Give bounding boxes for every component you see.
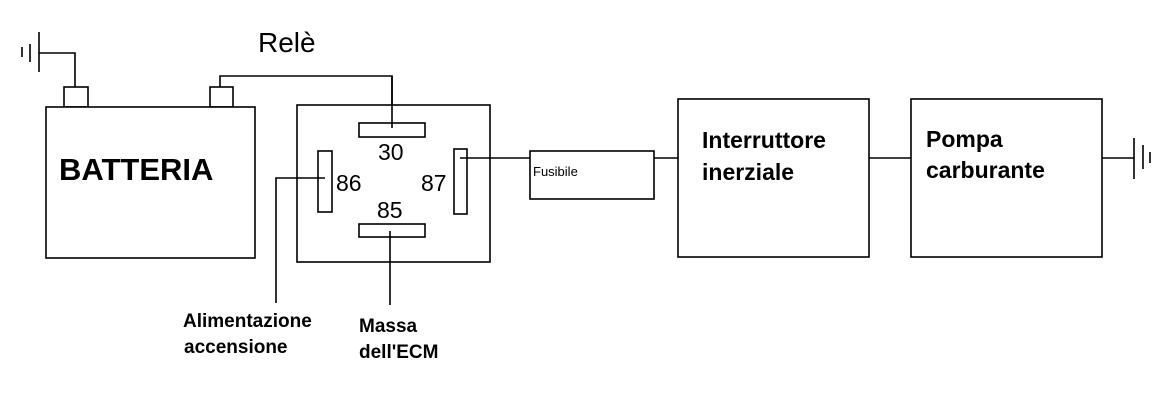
relay: 30 86 87 85: [296, 76, 491, 263]
wire-pin86-ignition: [275, 177, 325, 303]
ecm-ground-line1: Massa: [359, 316, 418, 337]
inertia-switch-line1: Interruttore: [702, 127, 826, 153]
pin-85-label: 85: [377, 197, 403, 223]
fuel-pump-box: [910, 98, 1103, 258]
relay-pin-85: [358, 223, 426, 238]
battery-positive-terminal: [209, 86, 234, 108]
inertia-switch-box: [677, 98, 870, 258]
battery-negative-terminal: [63, 86, 89, 108]
ignition-feed-line1: Alimentazione: [183, 311, 312, 332]
pump-ground-icon: [1102, 138, 1151, 179]
pin-30-label: 30: [378, 139, 404, 165]
inertia-switch-line2: inerziale: [702, 159, 794, 185]
ignition-feed-line2: accensione: [184, 337, 288, 358]
relay-title: Relè: [258, 27, 316, 58]
pin-87-label: 87: [421, 170, 447, 196]
pin-86-label: 86: [336, 170, 362, 196]
relay-pin-87: [453, 148, 468, 215]
battery-ground-icon: [21, 32, 76, 87]
fuel-pump-line2: carburante: [926, 157, 1045, 183]
ecm-ground-line2: dell'ECM: [359, 342, 438, 363]
fuse-box: [529, 150, 655, 200]
battery-box: [45, 106, 256, 259]
relay-pin-86: [317, 150, 333, 213]
battery-label: BATTERIA: [59, 152, 213, 187]
fuse-label: Fusibile: [533, 164, 578, 179]
battery: BATTERIA: [45, 86, 256, 259]
fuel-pump-line1: Pompa: [926, 126, 1003, 152]
